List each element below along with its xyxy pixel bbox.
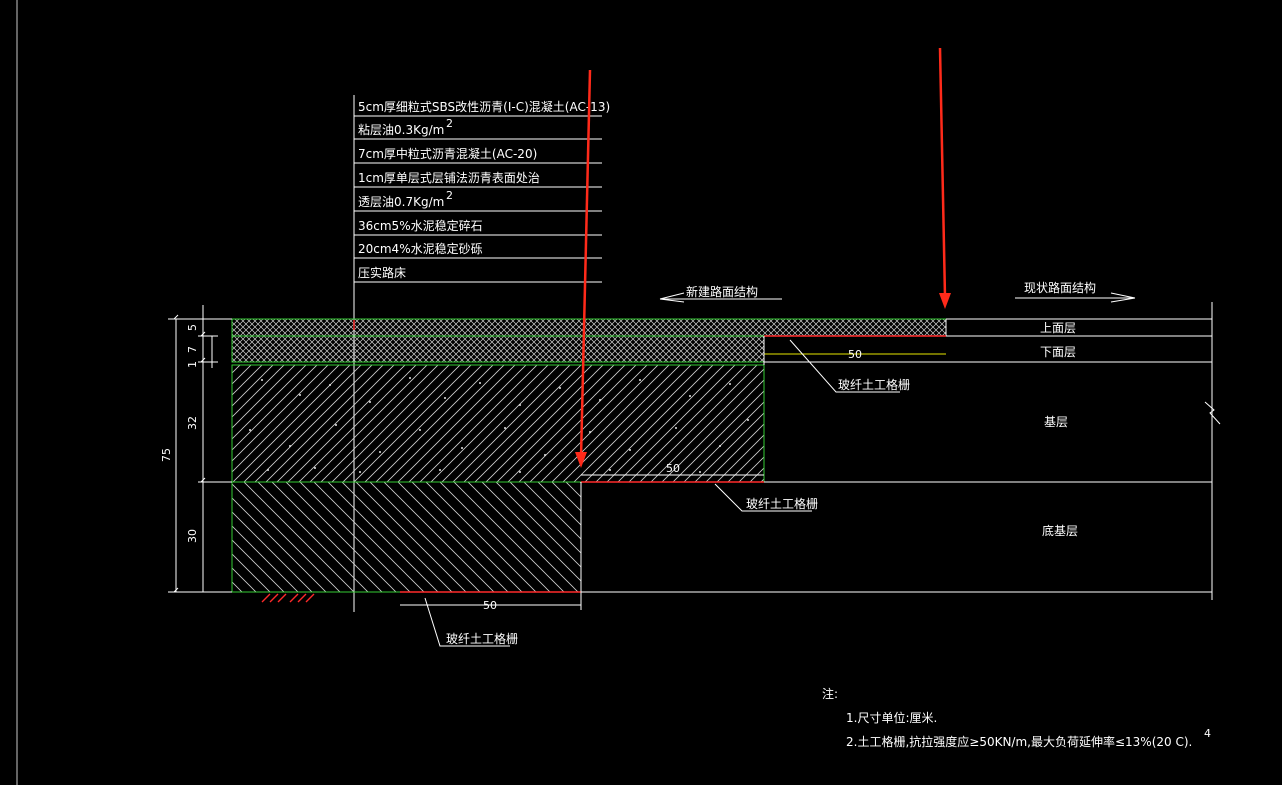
cement-sand-subbase-layer xyxy=(231,481,582,593)
geogrid-label-lower: 玻纤土工格栅 xyxy=(446,631,518,646)
left-arrow-icon xyxy=(659,292,782,303)
dim-75: 75 xyxy=(160,448,173,462)
cement-gravel-base-layer xyxy=(231,364,765,483)
existing-base-label: 基层 xyxy=(1044,415,1068,429)
annotation-arrows xyxy=(575,47,951,468)
legend-item-surface: 5cm厚细粒式SBS改性沥青(I-C)混凝土(AC-13) xyxy=(358,99,610,114)
notes: 注: 1.尺寸单位:厘米. 2.土工格栅,抗拉强度应≥50KN/m,最大负荷延伸… xyxy=(822,686,1211,749)
existing-subbase-label: 底基层 xyxy=(1042,523,1078,538)
legend-item-middle-asphalt: 7cm厚中粒式沥青混凝土(AC-20) xyxy=(358,146,537,161)
lower-asphalt-layer xyxy=(231,335,765,363)
annotation-arrow-right-head xyxy=(939,293,951,309)
existing-pavement xyxy=(581,302,1221,600)
notes-line-1: 1.尺寸单位:厘米. xyxy=(846,710,937,725)
geogrid-label-upper: 玻纤土工格栅 xyxy=(838,377,910,392)
legend-superscript: 2 xyxy=(446,189,453,202)
dim-overlap-upper: 50 xyxy=(848,348,862,361)
notes-heading: 注: xyxy=(822,686,838,701)
geogrids xyxy=(261,320,946,603)
compaction-mark-icon xyxy=(261,593,315,603)
legend-item-surface-treatment: 1cm厚单层式层铺法沥青表面处治 xyxy=(358,171,540,185)
legend-superscript: 2 xyxy=(446,117,453,130)
break-symbol-icon xyxy=(1204,401,1221,425)
existing-structure-heading: 现状路面结构 xyxy=(1024,280,1096,295)
new-structure-heading: 新建路面结构 xyxy=(686,284,758,299)
dim-7: 7 xyxy=(186,346,199,353)
upper-asphalt-layer xyxy=(231,318,947,337)
legend-item-cement-sand: 20cm4%水泥稳定砂砾 xyxy=(358,241,483,256)
dim-overlap-lower: 50 xyxy=(483,599,497,612)
new-pavement xyxy=(231,318,980,593)
corner-mark: 4 xyxy=(1204,727,1211,740)
geogrid-label-middle: 玻纤土工格栅 xyxy=(746,496,818,511)
legend-item-tack-coat: 粘层油0.3Kg/m xyxy=(358,122,444,137)
dimension-lines xyxy=(400,336,946,610)
notes-line-2: 2.土工格栅,抗拉强度应≥50KN/m,最大负荷延伸率≤13%(20 C). xyxy=(846,734,1192,749)
geogrid-leaders xyxy=(424,339,900,647)
annotation-arrow-left-shaft xyxy=(579,69,592,459)
right-arrow-icon xyxy=(1015,292,1136,303)
annotation-arrow-right-shaft xyxy=(938,47,947,298)
dim-5: 5 xyxy=(186,324,199,331)
dim-overlap-middle: 50 xyxy=(666,462,680,475)
layer-legend: 5cm厚细粒式SBS改性沥青(I-C)混凝土(AC-13) 粘层油0.3Kg/m… xyxy=(353,95,610,612)
legend-item-prime-coat: 透层油0.7Kg/m xyxy=(358,195,444,209)
dim-32: 32 xyxy=(186,416,199,430)
aggregate-dots xyxy=(249,377,749,473)
left-dimensions xyxy=(168,305,232,593)
annotation-arrow-left-head xyxy=(575,452,587,468)
structure-headings: 新建路面结构 现状路面结构 xyxy=(659,280,1136,303)
dim-30: 30 xyxy=(186,529,199,543)
legend-item-cement-gravel: 36cm5%水泥稳定碎石 xyxy=(358,218,483,233)
existing-upper-label: 上面层 xyxy=(1040,321,1076,335)
legend-item-subgrade: 压实路床 xyxy=(358,265,406,280)
existing-lower-label: 下面层 xyxy=(1040,345,1076,359)
dim-1: 1 xyxy=(186,361,199,368)
